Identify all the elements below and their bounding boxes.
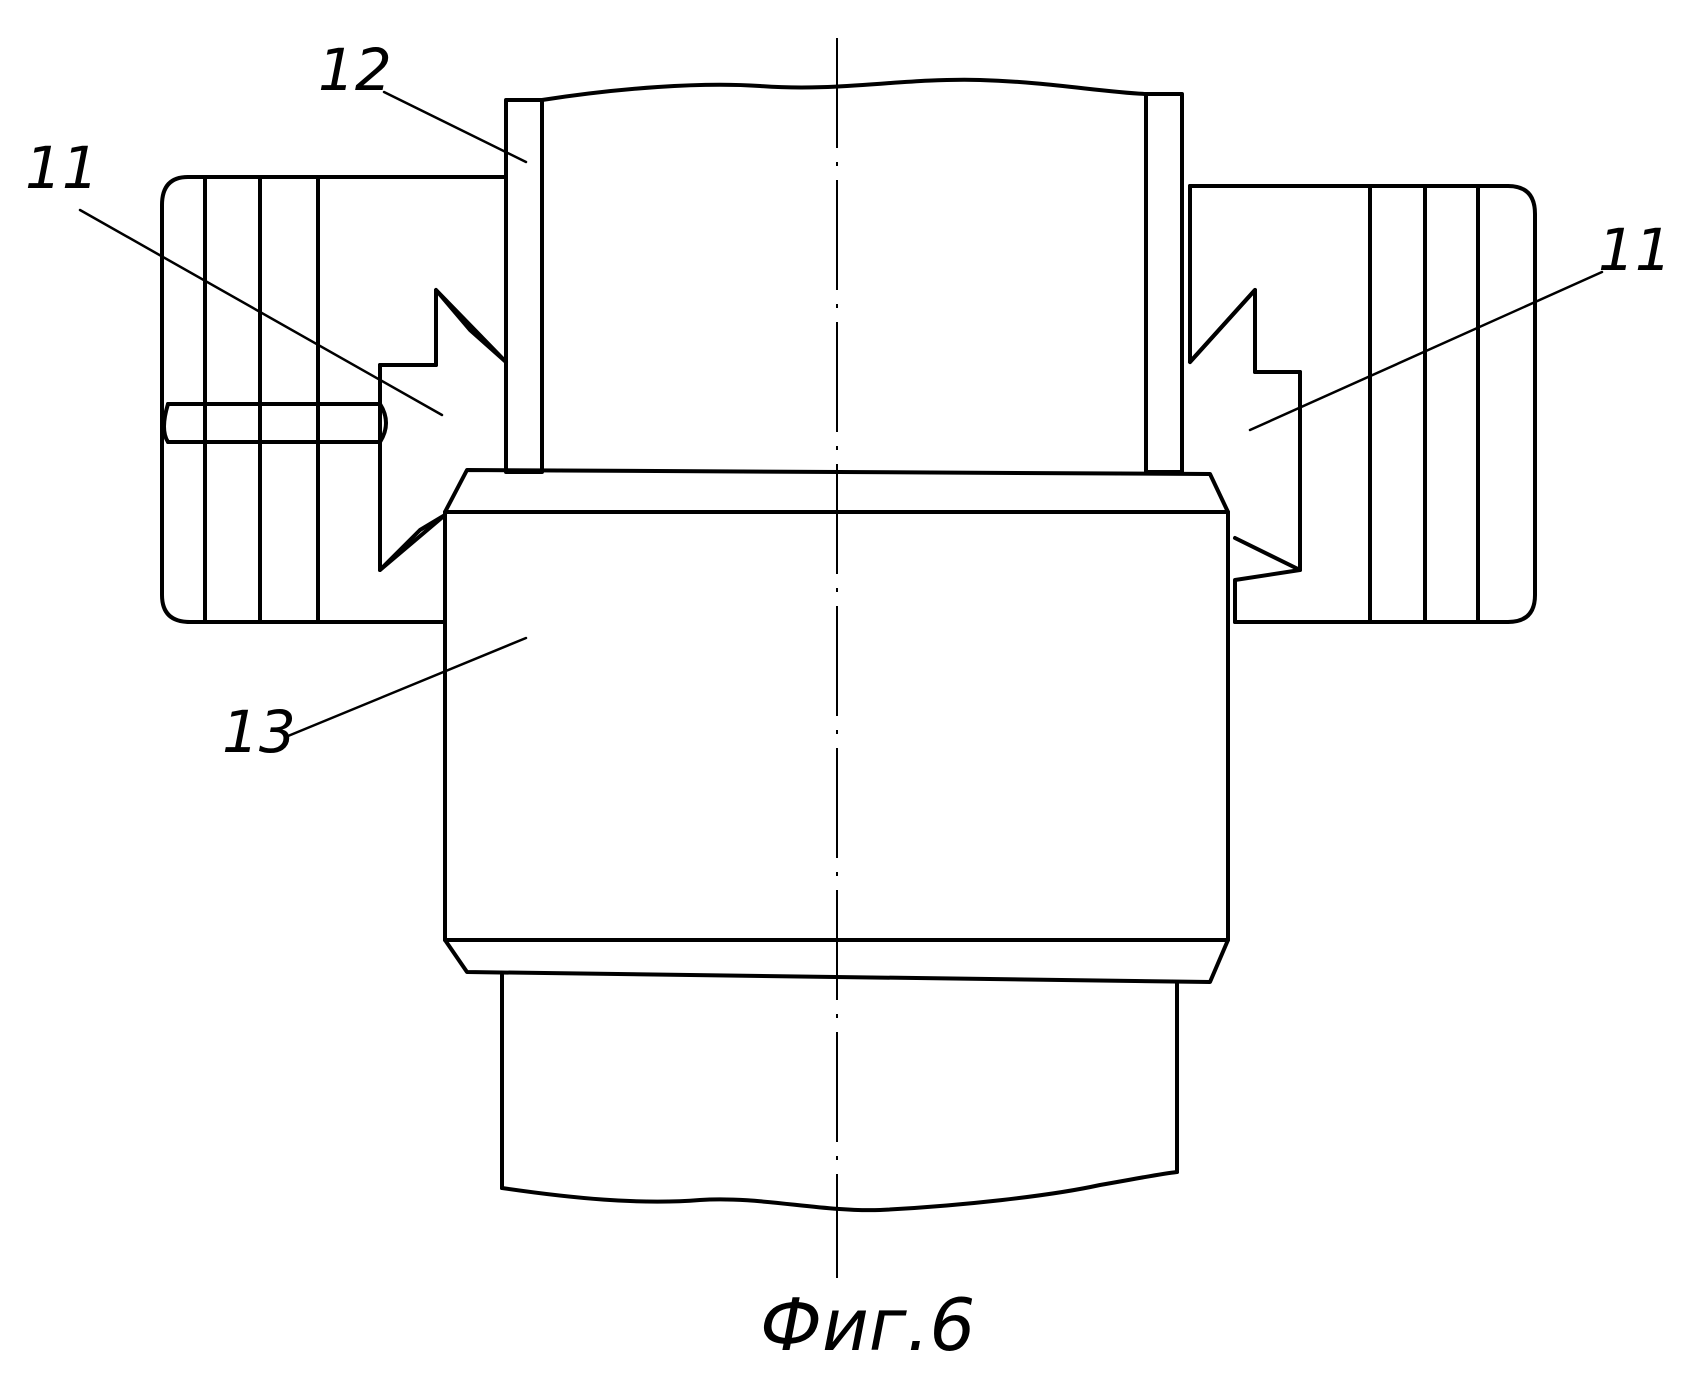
- housing-right-outer-rim: [1478, 186, 1535, 622]
- sleeve-right-wall: [1146, 94, 1182, 472]
- housing-right: [1190, 186, 1535, 622]
- label-housing-right-11: 11: [1598, 216, 1672, 284]
- shaft-break-line-bottom: [502, 1172, 1177, 1210]
- sleeve: [506, 80, 1182, 472]
- housing-left-outer-rim: [162, 177, 205, 622]
- figure-caption: Фиг.6: [760, 1283, 975, 1367]
- lower-shaft: [502, 975, 1177, 1210]
- housing-left-inner-body: [318, 177, 506, 404]
- label-housing-left-11: 11: [25, 134, 99, 202]
- housing-right-seal-cavity: [1190, 290, 1300, 570]
- label-sleeve-12: 12: [318, 36, 392, 104]
- leader-line-13: [288, 638, 526, 736]
- label-collar-13: 13: [222, 698, 296, 766]
- shaft-break-line-top: [542, 80, 1146, 100]
- housing-left: [162, 177, 506, 622]
- housing-right-inner-body: [1190, 186, 1370, 622]
- housing-left-bore: [168, 404, 386, 442]
